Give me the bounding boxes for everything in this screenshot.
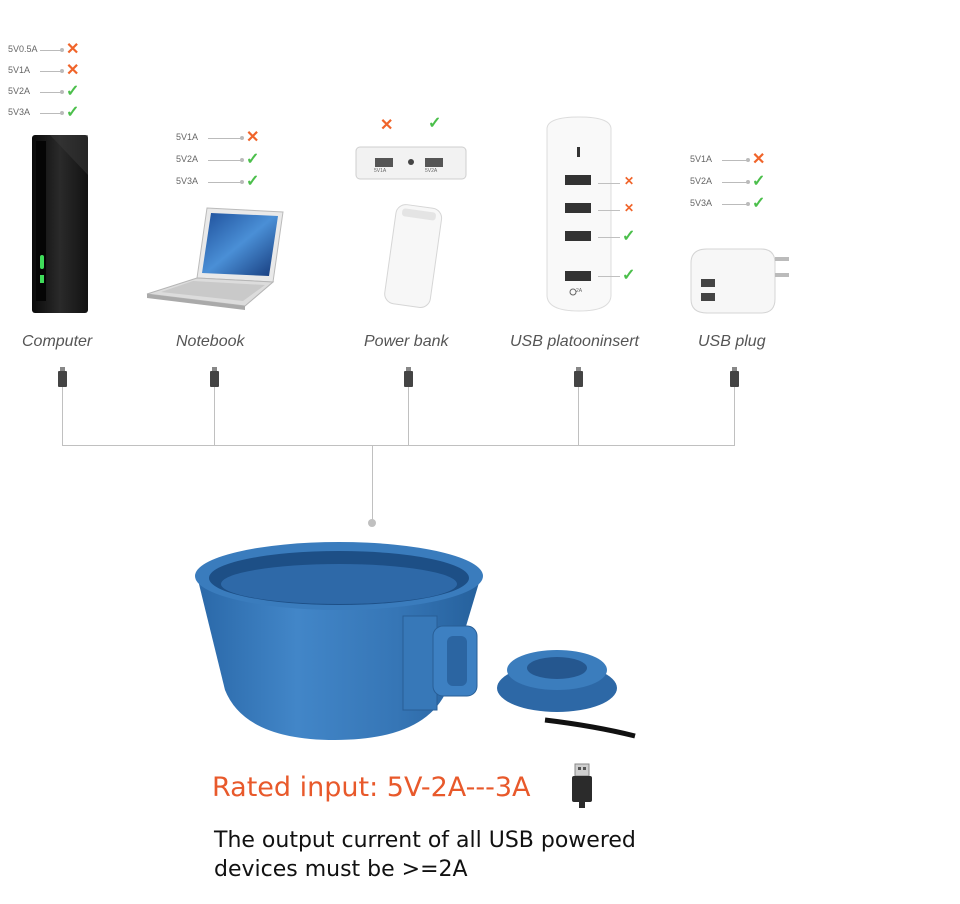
- cross-icon: ✕: [752, 151, 766, 168]
- note-line-1: The output current of all USB powered: [214, 828, 636, 853]
- usb-connector-icon: [404, 367, 413, 387]
- check-icon: ✓: [622, 267, 636, 284]
- spec-row: 5V0.5A✕: [8, 41, 80, 58]
- spec-row: 5V1A✕: [8, 62, 80, 79]
- spec-row: 5V2A✓: [8, 83, 80, 100]
- usb-connector-icon: [58, 367, 67, 387]
- wire-node-dot: [368, 519, 376, 527]
- check-icon: ✓: [752, 195, 766, 212]
- usb-wall-plug-image: [690, 248, 789, 314]
- device-label-notebook: Notebook: [176, 333, 245, 350]
- check-icon: ✓: [428, 115, 442, 132]
- power-bank-ports-image: [355, 146, 467, 180]
- power-bank-port-2-label: 5V2A: [425, 168, 438, 174]
- spec-row: 5V1A✕: [690, 151, 766, 168]
- device-label-computer: Computer: [22, 333, 93, 350]
- usb-connector-icon: [574, 367, 583, 387]
- note-line-2: devices must be >=2A: [214, 857, 468, 882]
- notebook-spec-list: 5V1A✕ 5V2A✓ 5V3A✓: [176, 130, 259, 196]
- usb-connector-icon: [730, 367, 739, 387]
- check-icon: ✓: [246, 151, 260, 168]
- hub-tick-line: [598, 183, 620, 184]
- spec-row: 5V3A✓: [8, 104, 80, 121]
- cross-icon: ✕: [246, 129, 260, 146]
- hub-tick-line: [598, 276, 620, 277]
- spec-row: 5V2A✓: [690, 173, 766, 190]
- rated-input-text: Rated input: 5V-2A---3A: [212, 772, 531, 803]
- device-label-usb-plug: USB plug: [698, 333, 766, 350]
- device-label-power-bank: Power bank: [364, 333, 449, 350]
- power-bank-image: [384, 204, 443, 308]
- usb-plug-spec-list: 5V1A✕ 5V2A✓ 5V3A✓: [690, 152, 765, 218]
- cross-icon: ✕: [624, 201, 635, 215]
- check-icon: ✓: [66, 104, 80, 121]
- spec-row: 5V3A✓: [690, 195, 766, 212]
- usb-connector-icon: [572, 763, 592, 808]
- computer-tower-image: [32, 135, 88, 313]
- usb-connector-icon: [210, 367, 219, 387]
- check-icon: ✓: [246, 173, 260, 190]
- usb-power-note: The output current of all USB powered de…: [214, 826, 636, 884]
- wire-drop: [578, 387, 579, 445]
- hub-tick-line: [598, 210, 620, 211]
- wire-drop: [214, 387, 215, 445]
- device-label-usb-platooninsert: USB platooninsert: [510, 333, 639, 350]
- wire-drop: [408, 387, 409, 445]
- cross-icon: ✕: [66, 62, 80, 79]
- computer-spec-list: 5V0.5A✕ 5V1A✕ 5V2A✓ 5V3A✓: [8, 42, 79, 126]
- cross-icon: ✕: [66, 41, 80, 58]
- spec-row: 5V1A✕: [176, 129, 260, 146]
- cross-icon: ✕: [624, 174, 635, 188]
- hub-tick-line: [598, 237, 620, 238]
- check-icon: ✓: [622, 228, 636, 245]
- cross-icon: ✕: [380, 117, 394, 134]
- heated-bowl-image: [195, 542, 636, 740]
- spec-row: 5V2A✓: [176, 151, 260, 168]
- power-bank-port-1-label: 5V1A: [374, 168, 387, 174]
- wire-trunk: [372, 445, 373, 523]
- usb-hub-port-tag: 2A: [576, 288, 583, 294]
- notebook-laptop-image: [146, 207, 284, 310]
- wire-bus: [62, 445, 735, 446]
- check-icon: ✓: [66, 83, 80, 100]
- check-icon: ✓: [752, 173, 766, 190]
- wire-drop: [734, 387, 735, 445]
- usb-hub-image: [546, 116, 612, 312]
- wire-drop: [62, 387, 63, 445]
- spec-row: 5V3A✓: [176, 173, 260, 190]
